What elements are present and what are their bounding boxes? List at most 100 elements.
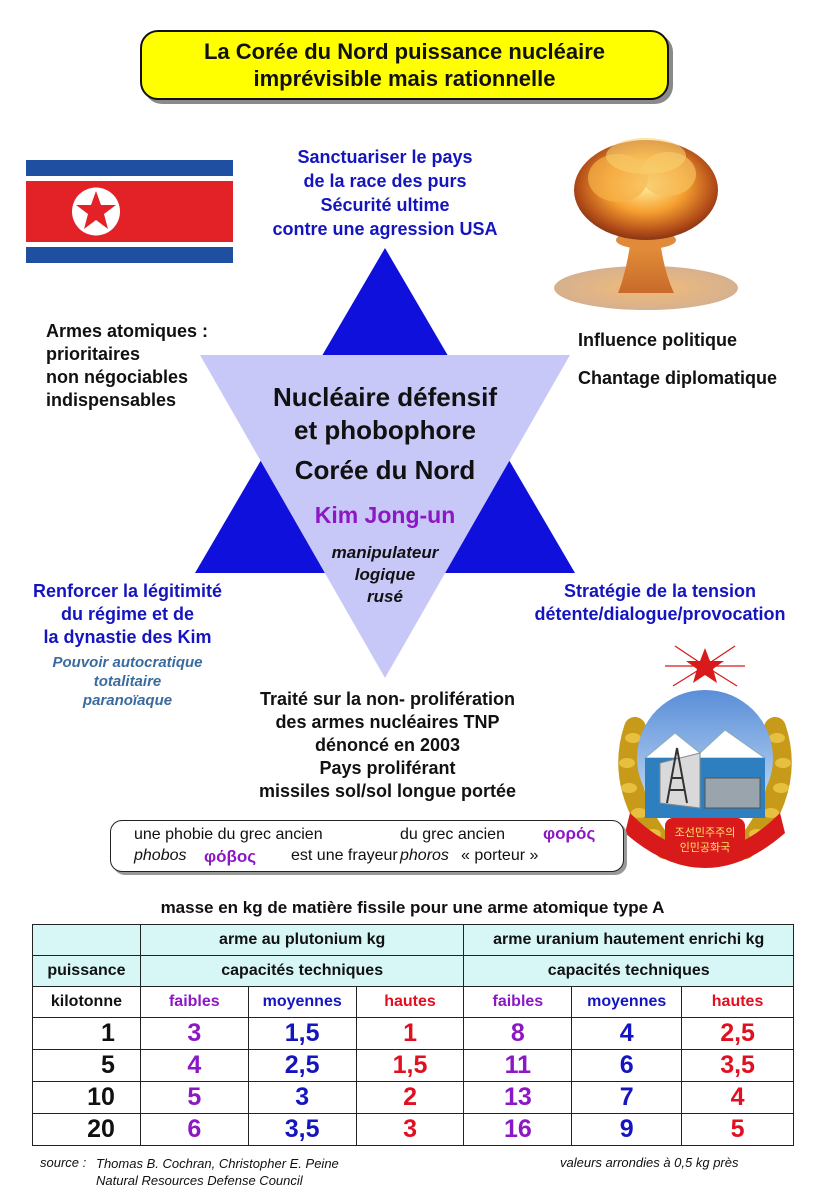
phobie-line-2: est une frayeur bbox=[291, 847, 398, 864]
pu-high-cell: 1,5 bbox=[355, 1049, 465, 1082]
table-header-row-3: kilotonne faibles moyennes hautes faible… bbox=[32, 986, 794, 1018]
pu-medium-cell: 3,5 bbox=[247, 1113, 357, 1146]
phoros-greek: φορός bbox=[543, 824, 596, 843]
bottom-left-sub-1: Pouvoir autocratique bbox=[52, 654, 203, 671]
source-line-1: Thomas B. Cochran, Christopher E. Peine bbox=[96, 1156, 339, 1171]
etymology-bubble: une phobie du grec ancien phobos φόβος e… bbox=[110, 820, 624, 872]
u-low-cell: 13 bbox=[463, 1081, 573, 1114]
bottom-left-block: Renforcer la légitimité du régime et de … bbox=[5, 580, 250, 649]
kilotonne-cell: 10 bbox=[32, 1081, 141, 1114]
north-korea-flag-icon bbox=[26, 160, 233, 263]
level-medium: moyennes bbox=[247, 986, 357, 1018]
u-low-cell: 11 bbox=[463, 1049, 573, 1082]
bottom-left-sub: Pouvoir autocratique totalitaire paranoï… bbox=[5, 653, 250, 710]
pu-medium-cell: 1,5 bbox=[247, 1017, 357, 1050]
bottom-left-line-3: la dynastie des Kim bbox=[43, 627, 212, 647]
left-block-line-3: non négociables bbox=[46, 367, 189, 387]
fissile-mass-table: arme au plutonium kg arme uranium hautem… bbox=[32, 924, 794, 1146]
pu-low-cell: 4 bbox=[139, 1049, 249, 1082]
plutonium-capacity-header: capacités techniques bbox=[139, 955, 465, 987]
u-low-cell: 16 bbox=[463, 1113, 573, 1146]
center-heading: Nucléaire défensif et phobophore bbox=[235, 381, 535, 447]
pu-low-cell: 5 bbox=[139, 1081, 249, 1114]
bottom-right-line-2: détente/dialogue/provocation bbox=[534, 604, 786, 624]
level-high: hautes bbox=[681, 986, 794, 1018]
u-medium-cell: 4 bbox=[571, 1017, 683, 1050]
phoros-latin: phoros bbox=[400, 847, 449, 864]
hexagram-diagram bbox=[195, 248, 575, 678]
u-high-cell: 3,5 bbox=[681, 1049, 794, 1082]
treaty-line-3: dénoncé en 2003 bbox=[314, 735, 461, 755]
treaty-block: Traité sur la non- prolifération des arm… bbox=[225, 688, 550, 803]
phobie-line-1: une phobie du grec ancien bbox=[134, 826, 323, 843]
pu-high-cell: 3 bbox=[355, 1113, 465, 1146]
left-block-line-4: indispensables bbox=[46, 390, 177, 410]
table-caption: masse en kg de matière fissile pour une … bbox=[160, 898, 665, 917]
table-row: 1 3 1,5 1 8 4 2,5 bbox=[32, 1017, 794, 1050]
phoros-line-2: « porteur » bbox=[461, 847, 539, 864]
table-header-row-1: arme au plutonium kg arme uranium hautem… bbox=[32, 924, 794, 956]
table-row: 10 5 3 2 13 7 4 bbox=[32, 1081, 794, 1114]
top-goal-text: Sanctuariser le pays de la race des purs… bbox=[240, 145, 530, 241]
right-block-line-1: Influence politique bbox=[578, 330, 738, 350]
level-high: hautes bbox=[355, 986, 465, 1018]
source-label: source : bbox=[40, 1155, 87, 1170]
pu-low-cell: 3 bbox=[139, 1017, 249, 1050]
pu-low-cell: 6 bbox=[139, 1113, 249, 1146]
left-block-line-1: Armes atomiques : bbox=[46, 321, 209, 341]
trait-1: manipulateur bbox=[331, 543, 439, 562]
triangle-down bbox=[200, 355, 570, 678]
phobos-greek: φόβος bbox=[204, 847, 257, 866]
u-high-cell: 2,5 bbox=[681, 1017, 794, 1050]
title-box: La Corée du Nord puissance nucléaire imp… bbox=[140, 30, 669, 100]
center-traits: manipulateur logique rusé bbox=[285, 542, 485, 608]
source-line-2: Natural Resources Defense Council bbox=[96, 1173, 303, 1188]
title-line-2: imprévisible mais rationnelle bbox=[253, 66, 556, 91]
center-heading-line-1: Nucléaire défensif bbox=[273, 382, 497, 412]
pu-medium-cell: 3 bbox=[247, 1081, 357, 1114]
row-label-puissance: puissance bbox=[32, 955, 141, 987]
bottom-right-block: Stratégie de la tension détente/dialogue… bbox=[510, 580, 810, 626]
trait-3: rusé bbox=[367, 587, 403, 606]
pu-medium-cell: 2,5 bbox=[247, 1049, 357, 1082]
top-goal-line-3: Sécurité ultime bbox=[320, 195, 450, 215]
level-low: faibles bbox=[139, 986, 249, 1018]
top-goal-line-1: Sanctuariser le pays bbox=[297, 147, 473, 167]
emblem-ribbon-line-2: 인민공화국 bbox=[680, 841, 731, 854]
level-low: faibles bbox=[463, 986, 573, 1018]
bottom-left-line-2: du régime et de bbox=[60, 604, 195, 624]
kilotonne-cell: 20 bbox=[32, 1113, 141, 1146]
source-credit: Thomas B. Cochran, Christopher E. Peine … bbox=[96, 1155, 339, 1189]
treaty-line-1: Traité sur la non- prolifération bbox=[259, 689, 516, 709]
trait-2: logique bbox=[354, 565, 416, 584]
bottom-left-sub-3: paranoïaque bbox=[82, 692, 173, 709]
uranium-group-header: arme uranium hautement enrichi kg bbox=[463, 924, 794, 956]
u-medium-cell: 7 bbox=[571, 1081, 683, 1114]
pu-high-cell: 1 bbox=[355, 1017, 465, 1050]
center-heading-line-2: et phobophore bbox=[294, 415, 476, 445]
bottom-right-line-1: Stratégie de la tension bbox=[563, 581, 757, 601]
bottom-left-line-1: Renforcer la légitimité bbox=[32, 581, 223, 601]
kilotonne-cell: 1 bbox=[32, 1017, 141, 1050]
level-medium: moyennes bbox=[571, 986, 683, 1018]
u-low-cell: 8 bbox=[463, 1017, 573, 1050]
bottom-left-sub-2: totalitaire bbox=[93, 673, 162, 690]
top-goal-line-2: de la race des purs bbox=[303, 171, 467, 191]
row-label-kilotonne: kilotonne bbox=[32, 986, 141, 1018]
title-line-1: La Corée du Nord puissance nucléaire bbox=[203, 39, 605, 64]
kilotonne-cell: 5 bbox=[32, 1049, 141, 1082]
emblem-ribbon-line-1: 조선민주주의 bbox=[675, 826, 736, 839]
treaty-line-2: des armes nucléaires TNP bbox=[275, 712, 500, 732]
treaty-line-4: Pays proliférant bbox=[319, 758, 456, 778]
phoros-line-1: du grec ancien bbox=[400, 826, 505, 843]
pu-high-cell: 2 bbox=[355, 1081, 465, 1114]
left-block-line-2: prioritaires bbox=[46, 344, 141, 364]
right-block-line-2: Chantage diplomatique bbox=[578, 368, 778, 388]
table-header-row-2: puissance capacités techniques capacités… bbox=[32, 955, 794, 987]
treaty-line-5: missiles sol/sol longue portée bbox=[258, 781, 517, 801]
center-leader: Kim Jong-un bbox=[314, 502, 456, 528]
top-goal-line-4: contre une agression USA bbox=[272, 219, 498, 239]
table-row: 20 6 3,5 3 16 9 5 bbox=[32, 1113, 794, 1146]
u-medium-cell: 6 bbox=[571, 1049, 683, 1082]
u-high-cell: 5 bbox=[681, 1113, 794, 1146]
